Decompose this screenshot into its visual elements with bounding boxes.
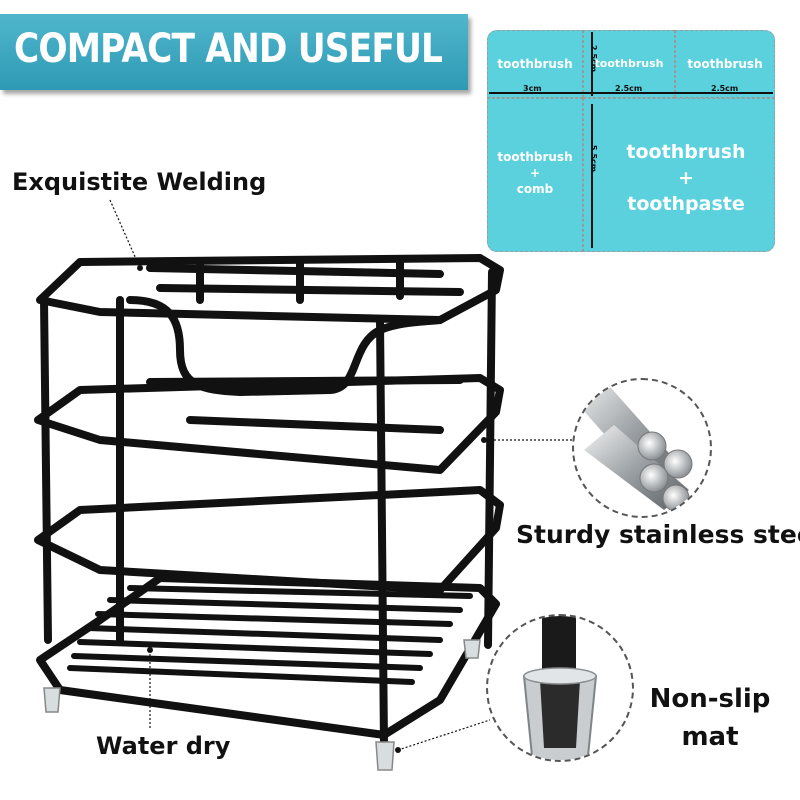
compartment-toothbrush-2: toothbrush: [583, 30, 675, 98]
compartment-label: toothbrush: [687, 57, 763, 71]
callout-nonslip-line2: mat: [681, 722, 739, 752]
compartment-label: comb: [516, 182, 554, 196]
compartment-label: toothbrush: [626, 141, 746, 163]
compartment-label: +: [529, 166, 541, 180]
compartment-label: toothbrush: [497, 57, 573, 71]
compartment-toothbrush-toothpaste: toothbrush + toothpaste: [583, 98, 775, 252]
width-dimension-left: 3cm: [523, 84, 542, 93]
width-dimension-line: [489, 92, 773, 94]
steel-detail-circle: [572, 378, 712, 518]
compartment-label: toothpaste: [627, 193, 745, 215]
compartment-toothbrush-comb: toothbrush + comb: [487, 98, 583, 252]
width-dimension-right: 2.5cm: [711, 84, 739, 93]
width-dimension-middle: 2.5cm: [615, 84, 643, 93]
callout-nonslip-line1: Non-slip: [649, 684, 771, 714]
callout-water-dry: Water dry: [96, 732, 231, 760]
callout-steel: Sturdy stainless steel: [516, 520, 800, 549]
foot-detail-circle: [486, 614, 634, 762]
callout-nonslip: Non-slip mat: [640, 680, 780, 756]
compartment-toothbrush-3: toothbrush: [675, 30, 775, 98]
height-dimension-bottom-line: [591, 104, 593, 248]
banner-title: COMPACT AND USEFUL: [14, 26, 443, 72]
rubber-foot-icon: [522, 616, 598, 760]
callout-welding: Exquistite Welding: [12, 168, 267, 196]
title-banner: COMPACT AND USEFUL: [0, 14, 468, 90]
compartment-label: toothbrush: [497, 150, 573, 164]
compartment-toothbrush-1: toothbrush: [487, 30, 583, 98]
compartment-layout-diagram: toothbrush toothbrush toothbrush toothbr…: [487, 30, 775, 252]
compartment-label: toothbrush: [594, 57, 664, 70]
steel-rods-icon: [574, 380, 693, 512]
compartment-label: +: [678, 167, 694, 189]
height-dimension-top-line: [591, 32, 593, 96]
